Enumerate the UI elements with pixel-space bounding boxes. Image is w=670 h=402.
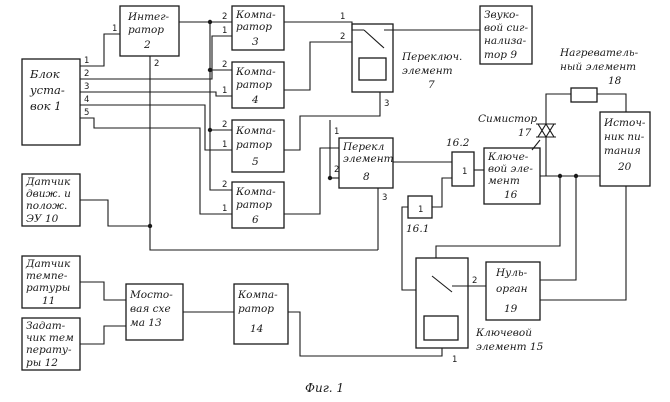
pin-label: 1 [452, 355, 457, 365]
block-3-rect [231, 5, 285, 51]
block-12-rect [21, 317, 81, 371]
pin-label: 1 [418, 205, 423, 215]
pin-label: 1 [222, 204, 227, 214]
block-15-coil [423, 315, 459, 341]
gate-16-1-label: 16.1 [406, 223, 429, 235]
switch-7-contact [363, 29, 385, 49]
pin-label: 3 [382, 193, 387, 203]
block-1-rect [21, 58, 81, 146]
pin-label: 4 [84, 95, 89, 105]
block-2-rect [119, 5, 180, 57]
pin-label: 1 [334, 127, 339, 137]
simistor-icon [531, 98, 556, 176]
pin-label: 5 [84, 108, 89, 118]
block-7-coil [358, 57, 387, 81]
block-14-rect [233, 283, 289, 345]
pin-label: 1 [340, 12, 345, 22]
pin-label: 2 [340, 32, 345, 42]
pin-label: 1 [462, 167, 467, 177]
block-16-rect [483, 147, 541, 205]
pin-label: 1 [112, 24, 117, 34]
block-9-label: Звуко-вой сиг-нализа-тор 9 [484, 9, 528, 61]
pin-label: 2 [222, 60, 227, 70]
block-13-rect [125, 283, 184, 341]
pin-label: 2 [222, 180, 227, 190]
block-8-rect [338, 137, 394, 189]
pin-label: 3 [384, 99, 389, 109]
pin-label: 2 [222, 120, 227, 130]
pin-label: 2 [334, 165, 339, 175]
block-19-rect [485, 261, 541, 321]
pin-label: 1 [222, 140, 227, 150]
block-18-rect [570, 87, 598, 103]
switch-15-contact [431, 275, 453, 293]
junctions [147, 19, 579, 229]
pin-label: 2 [222, 12, 227, 22]
pin-label: 3 [84, 82, 89, 92]
block-6-rect [231, 181, 285, 229]
pin-label: 1 [222, 26, 227, 36]
block-20-rect [599, 111, 651, 187]
block-10-rect [21, 173, 81, 227]
pin-label: 2 [84, 69, 89, 79]
block-4-rect [231, 61, 285, 109]
gate-16-2-rect [451, 151, 475, 187]
block-5-rect [231, 119, 285, 173]
pin-label: 2 [472, 276, 477, 286]
pin-label: 2 [154, 59, 159, 69]
figure-caption: Фиг. 1 [305, 381, 344, 395]
gate-16-2-label: 16.2 [446, 137, 470, 149]
block-9-rect [479, 5, 533, 65]
pin-label: 1 [84, 56, 89, 66]
wires [80, 21, 627, 357]
pin-label: 1 [222, 86, 227, 96]
